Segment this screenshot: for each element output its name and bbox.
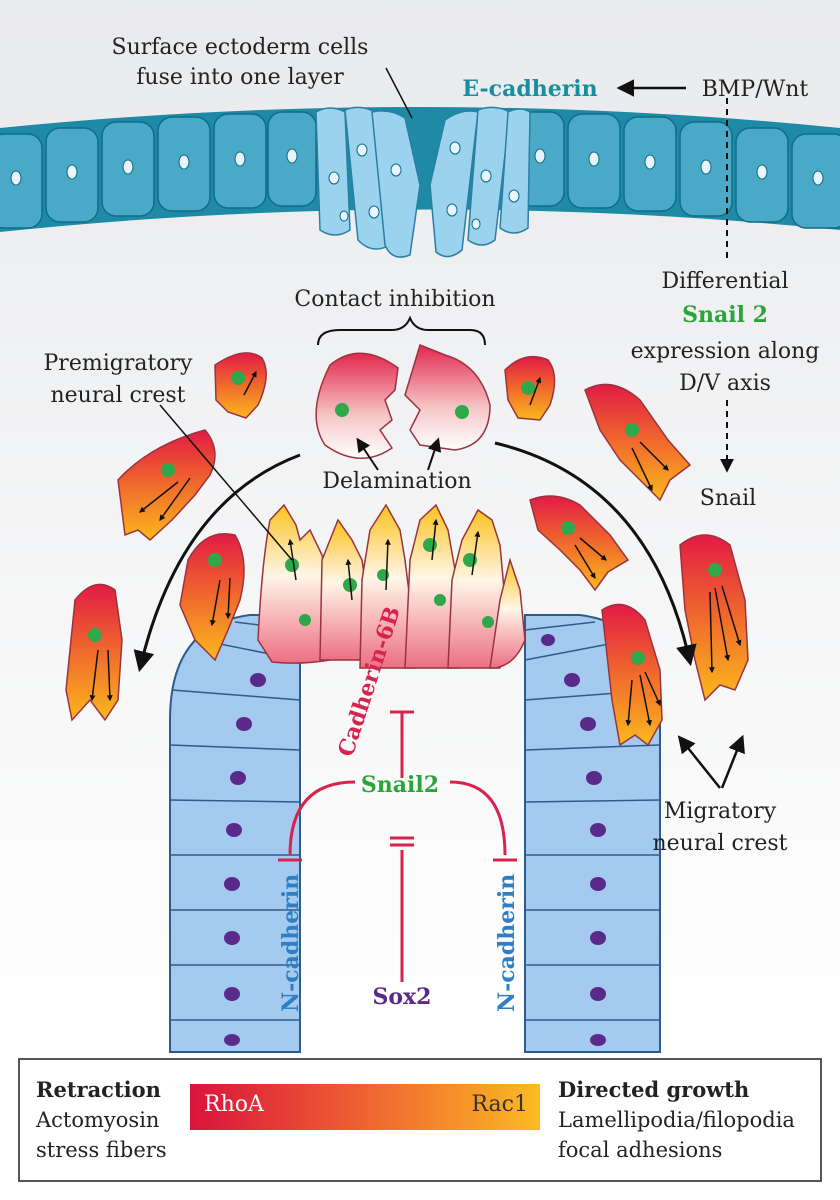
differential-label: Differential: [661, 269, 788, 294]
cell-motility-arrows: [89, 370, 742, 727]
bmp-wnt-label: BMP/Wnt: [702, 77, 809, 102]
inhibition-network: [278, 710, 517, 982]
n-cadherin-left-label: N-cadherin: [278, 874, 304, 1012]
expression-label-1: expression along: [631, 339, 820, 364]
migratory-nuclei: [88, 371, 722, 665]
contact-inhibition-label: Contact inhibition: [294, 287, 495, 312]
rhoa-rac1-gradient-bar: RhoA Rac1: [190, 1084, 540, 1130]
legend-directed-growth-line-2: focal adhesions: [558, 1138, 723, 1162]
rhoa-label: RhoA: [204, 1092, 264, 1117]
e-cadherin-label: E-cadherin: [462, 76, 597, 102]
delaminating-cells: [315, 343, 491, 460]
delaminating-nucleus-left: [335, 403, 349, 417]
legend-box: Retraction Actomyosin stress fibers RhoA…: [18, 1058, 822, 1182]
premigratory-label-1: Premigratory: [44, 351, 194, 376]
legend-retraction-line-1: Actomyosin: [36, 1108, 160, 1132]
premigratory-leader: [159, 404, 293, 561]
legend-directed-growth-title: Directed growth: [558, 1077, 750, 1102]
n-cadherin-right-label: N-cadherin: [494, 874, 520, 1012]
surface-ectoderm: [0, 106, 840, 258]
surface-ectoderm-label-1: Surface ectoderm cells: [112, 35, 369, 60]
surface-ectoderm-leader: [385, 67, 413, 119]
migratory-pointer-arrows: [677, 734, 745, 789]
premigratory-neural-crest: [257, 503, 526, 669]
migratory-label-2: neural crest: [652, 831, 787, 856]
expression-label-2: D/V axis: [679, 371, 771, 396]
premigratory-label-2: neural crest: [50, 383, 185, 408]
contact-inhibition-brace: [317, 315, 486, 346]
migration-path-arrows: [133, 441, 697, 673]
legend-retraction-title: Retraction: [36, 1077, 161, 1102]
legend-retraction-line-2: stress fibers: [36, 1138, 167, 1162]
sox2-label: Sox2: [373, 984, 432, 1010]
delaminating-nucleus-right: [455, 405, 469, 419]
surface-ectoderm-label-2: fuse into one layer: [136, 65, 344, 90]
legend-directed-growth-line-1: Lamellipodia/filopodia: [558, 1108, 795, 1132]
delamination-label: Delamination: [322, 469, 471, 494]
snail2-center-label: Snail2: [361, 772, 439, 798]
snail2-top-label: Snail 2: [682, 302, 768, 328]
migratory-label-1: Migratory: [664, 799, 777, 824]
migratory-cells-right: [504, 355, 749, 747]
delamination-arrows: [356, 437, 442, 471]
snail-label: Snail: [700, 486, 756, 511]
rac1-label: Rac1: [471, 1092, 528, 1117]
